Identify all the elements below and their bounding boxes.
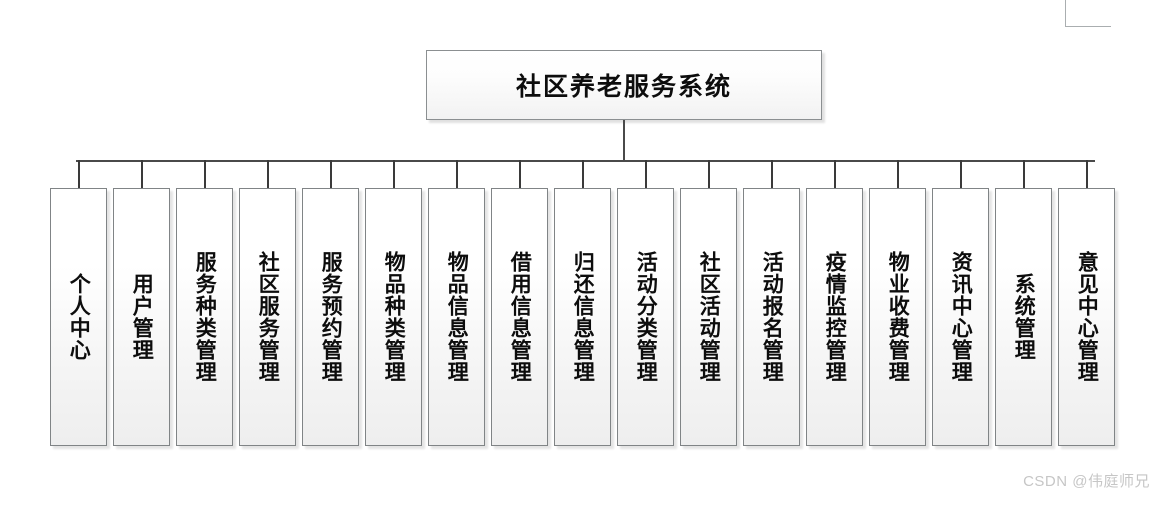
leaf-node-label: 社区活动管理	[697, 251, 722, 383]
connector-drop	[519, 160, 521, 188]
connector-drop	[393, 160, 395, 188]
corner-bracket-decoration	[1065, 0, 1111, 27]
leaf-node-2: 服务种类管理	[176, 188, 233, 446]
connector-drop	[1023, 160, 1025, 188]
connector-drop	[771, 160, 773, 188]
connector-drop	[645, 160, 647, 188]
leaf-node-label: 服务预约管理	[319, 251, 344, 383]
leaf-node-label: 活动分类管理	[634, 251, 659, 383]
connector-root-stem	[623, 120, 625, 161]
watermark-text: CSDN @伟庭师兄	[1023, 473, 1150, 490]
leaf-node-4: 服务预约管理	[302, 188, 359, 446]
leaf-node-11: 活动报名管理	[743, 188, 800, 446]
leaf-node-label: 系统管理	[1012, 273, 1037, 361]
leaf-node-0: 个人中心	[50, 188, 107, 446]
connector-drop	[141, 160, 143, 188]
connector-horizontal-bus	[76, 160, 1095, 162]
leaf-node-14: 资讯中心管理	[932, 188, 989, 446]
connector-drop	[78, 160, 80, 188]
root-node-label: 社区养老服务系统	[515, 74, 732, 101]
leaf-node-label: 资讯中心管理	[949, 251, 974, 383]
leaf-node-13: 物业收费管理	[869, 188, 926, 446]
leaf-node-label: 借用信息管理	[508, 251, 533, 383]
leaf-node-label: 归还信息管理	[571, 251, 596, 383]
connector-drop	[897, 160, 899, 188]
leaf-node-10: 社区活动管理	[680, 188, 737, 446]
leaf-node-label: 社区服务管理	[256, 251, 281, 383]
leaf-node-label: 服务种类管理	[193, 251, 218, 383]
leaf-node-12: 疫情监控管理	[806, 188, 863, 446]
leaf-node-6: 物品信息管理	[428, 188, 485, 446]
connector-drop	[960, 160, 962, 188]
leaf-node-16: 意见中心管理	[1058, 188, 1115, 446]
connector-drop	[582, 160, 584, 188]
leaf-node-label: 活动报名管理	[760, 251, 785, 383]
leaf-node-7: 借用信息管理	[491, 188, 548, 446]
connector-drop	[330, 160, 332, 188]
leaf-node-8: 归还信息管理	[554, 188, 611, 446]
leaf-node-3: 社区服务管理	[239, 188, 296, 446]
connector-drop	[456, 160, 458, 188]
leaf-node-label: 物品种类管理	[382, 251, 407, 383]
leaf-node-label: 物业收费管理	[886, 251, 911, 383]
leaf-node-15: 系统管理	[995, 188, 1052, 446]
connector-drop	[204, 160, 206, 188]
leaf-node-1: 用户管理	[113, 188, 170, 446]
leaf-node-label: 物品信息管理	[445, 251, 470, 383]
leaf-node-label: 用户管理	[130, 273, 155, 361]
leaf-node-label: 意见中心管理	[1075, 251, 1100, 383]
connector-drop	[267, 160, 269, 188]
leaf-node-5: 物品种类管理	[365, 188, 422, 446]
connector-drop	[1086, 160, 1088, 188]
connector-drop	[708, 160, 710, 188]
leaf-node-9: 活动分类管理	[617, 188, 674, 446]
leaf-node-label: 疫情监控管理	[823, 251, 848, 383]
leaf-node-label: 个人中心	[67, 273, 92, 361]
connector-drop	[834, 160, 836, 188]
root-node-community-elderly-care-system: 社区养老服务系统	[426, 50, 822, 120]
